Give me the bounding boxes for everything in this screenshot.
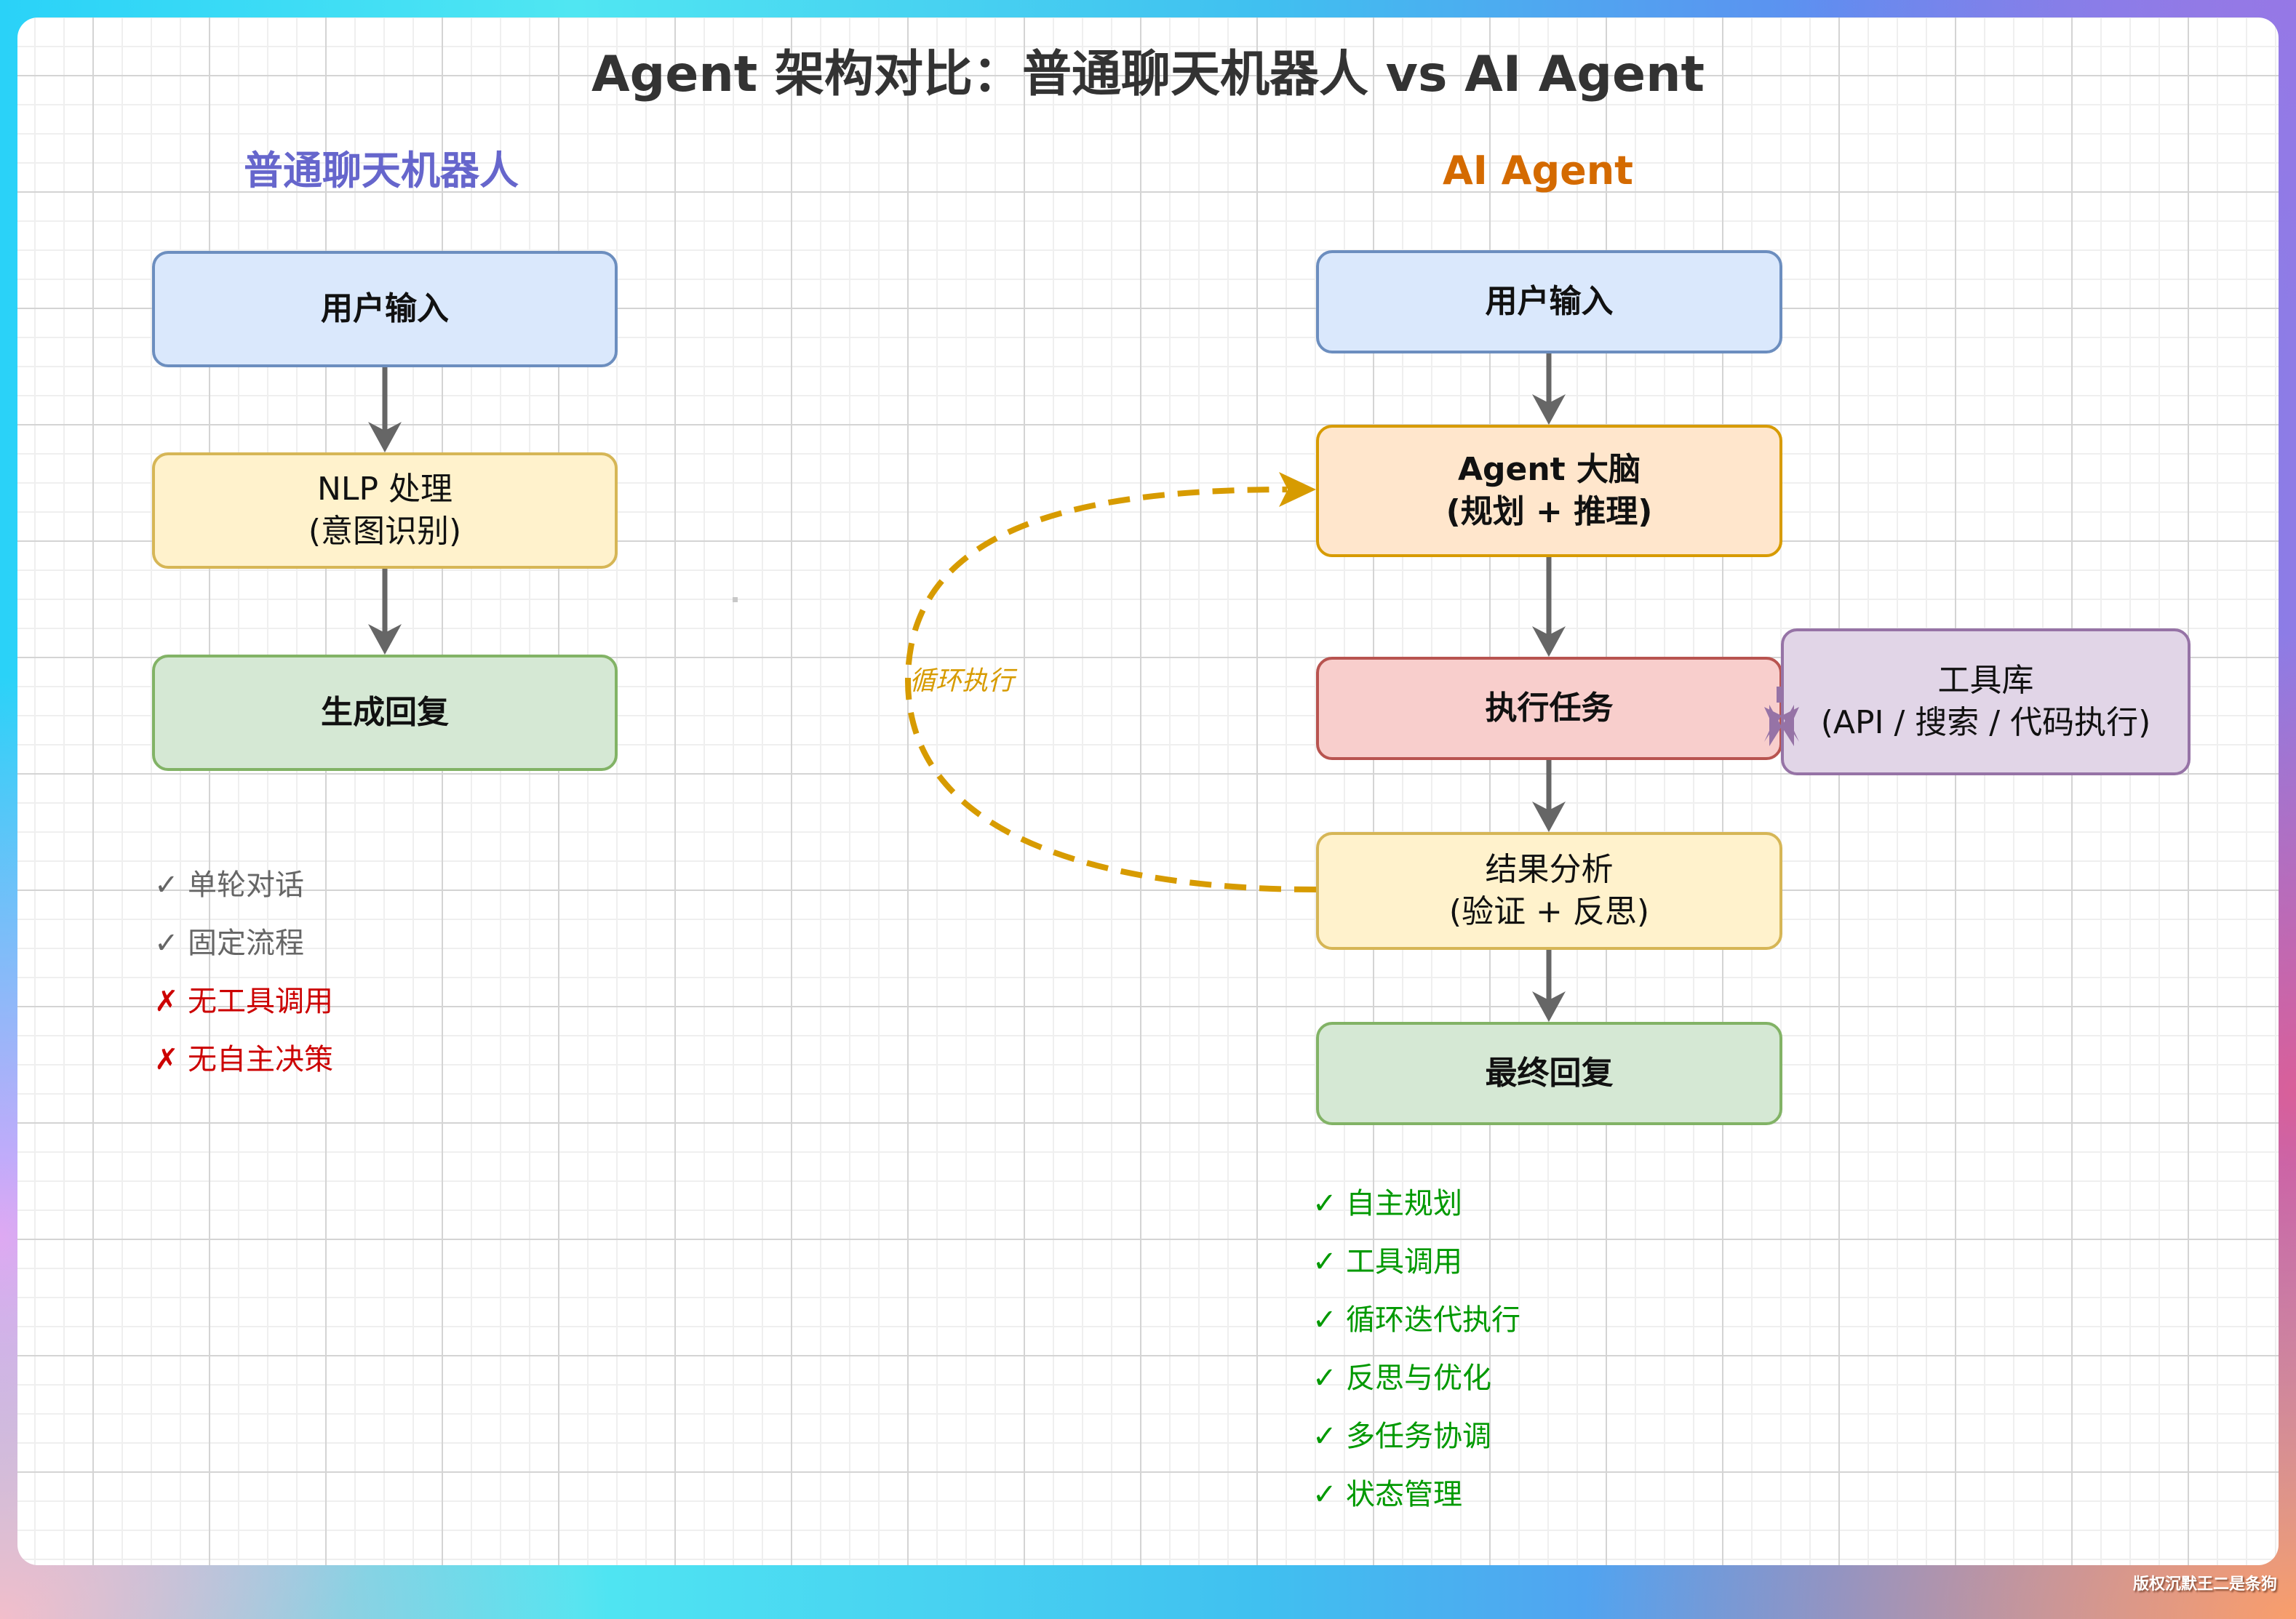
node-label: 最终回复 xyxy=(1485,1055,1614,1092)
check-icon: ✓ xyxy=(1312,1362,1337,1395)
chatbot-node-user-input[interactable]: 用户输入 xyxy=(152,251,618,367)
agent-feature: ✓ 工具调用 xyxy=(1312,1242,1462,1282)
chatbot-feature: ✗ 无自主决策 xyxy=(154,1039,333,1080)
cross-icon: ✗ xyxy=(154,985,179,1018)
feature-text: 状态管理 xyxy=(1346,1478,1462,1511)
arrowhead-icon xyxy=(1532,394,1566,425)
chatbot-feature: ✓ 单轮对话 xyxy=(154,865,304,906)
chatbot-arrow-1 xyxy=(368,367,402,452)
chatbot-node-nlp[interactable]: NLP 处理 (意图识别) xyxy=(152,452,618,569)
node-label: NLP 处理 xyxy=(317,471,453,508)
cross-icon: ✗ xyxy=(154,1043,179,1076)
agent-feature: ✓ 状态管理 xyxy=(1312,1474,1462,1515)
feature-text: 自主规划 xyxy=(1346,1187,1462,1220)
node-label: 结果分析 xyxy=(1485,851,1614,888)
check-icon: ✓ xyxy=(1312,1245,1337,1279)
feature-text: 工具调用 xyxy=(1346,1245,1462,1279)
node-sublabel: (规划 + 推理) xyxy=(1446,493,1653,530)
agent-arrow-2 xyxy=(1532,557,1566,657)
stray-dot xyxy=(733,597,738,602)
node-label: Agent 大脑 xyxy=(1457,451,1641,488)
node-label: 工具库 xyxy=(1937,662,2034,699)
agent-node-user-input[interactable]: 用户输入 xyxy=(1316,250,1782,353)
agent-arrow-1 xyxy=(1532,353,1566,425)
node-sublabel: (API / 搜索 / 代码执行) xyxy=(1820,704,2151,741)
feature-text: 固定流程 xyxy=(188,927,304,960)
check-icon: ✓ xyxy=(154,927,179,960)
check-icon: ✓ xyxy=(154,868,179,902)
check-icon: ✓ xyxy=(1312,1420,1337,1453)
arrowhead-icon xyxy=(368,422,402,452)
node-sublabel: (验证 + 反思) xyxy=(1448,893,1650,930)
feature-text: 多任务协调 xyxy=(1346,1420,1491,1453)
agent-arrow-3 xyxy=(1532,760,1566,832)
node-label: 用户输入 xyxy=(1485,283,1614,320)
chatbot-heading: 普通聊天机器人 xyxy=(244,148,519,193)
agent-feature: ✓ 自主规划 xyxy=(1312,1183,1462,1224)
agent-arrow-4 xyxy=(1532,950,1566,1022)
check-icon: ✓ xyxy=(1312,1303,1337,1337)
diagram-canvas: Agent 架构对比：普通聊天机器人 vs AI Agent 普通聊天机器人 A… xyxy=(17,17,2279,1565)
connectors xyxy=(368,353,1782,1022)
arrowhead-icon xyxy=(1279,472,1316,507)
chatbot-arrow-2 xyxy=(368,569,402,655)
chatbot-feature: ✗ 无工具调用 xyxy=(154,981,333,1022)
agent-heading: AI Agent xyxy=(1442,148,1633,193)
diagram-title: Agent 架构对比：普通聊天机器人 vs AI Agent xyxy=(591,46,1705,103)
arrowhead-icon xyxy=(1532,626,1566,657)
loop-label: 循环执行 xyxy=(909,666,1015,696)
agent-node-analyze[interactable]: 结果分析 (验证 + 反思) xyxy=(1316,832,1782,950)
node-label: 用户输入 xyxy=(321,290,449,327)
watermark: 版权沉默王二是条狗 xyxy=(2132,1575,2277,1594)
arrowhead-icon xyxy=(368,624,402,655)
feature-text: 单轮对话 xyxy=(188,868,304,902)
loop-arrow xyxy=(904,472,1317,892)
check-icon: ✓ xyxy=(1312,1478,1337,1511)
agent-node-tools[interactable]: 工具库 (API / 搜索 / 代码执行) xyxy=(1781,628,2191,775)
node-sublabel: (意图识别) xyxy=(308,513,462,550)
chatbot-node-reply[interactable]: 生成回复 xyxy=(152,655,618,771)
arrowhead-icon xyxy=(1532,801,1566,832)
agent-feature: ✓ 反思与优化 xyxy=(1312,1358,1491,1399)
feature-text: 无自主决策 xyxy=(188,1043,333,1076)
chatbot-feature: ✓ 固定流程 xyxy=(154,923,304,964)
feature-text: 循环迭代执行 xyxy=(1346,1303,1520,1337)
feature-text: 反思与优化 xyxy=(1346,1362,1491,1395)
agent-node-final[interactable]: 最终回复 xyxy=(1316,1022,1782,1125)
agent-node-execute[interactable]: 执行任务 xyxy=(1316,657,1782,760)
agent-feature: ✓ 多任务协调 xyxy=(1312,1416,1491,1457)
arrowhead-icon xyxy=(1532,991,1566,1022)
agent-node-brain[interactable]: Agent 大脑 (规划 + 推理) xyxy=(1316,425,1782,557)
tool-link xyxy=(1777,687,1782,703)
node-label: 执行任务 xyxy=(1485,689,1614,727)
agent-feature: ✓ 循环迭代执行 xyxy=(1312,1300,1520,1340)
feature-text: 无工具调用 xyxy=(188,985,333,1018)
check-icon: ✓ xyxy=(1312,1187,1337,1220)
node-label: 生成回复 xyxy=(321,694,449,731)
